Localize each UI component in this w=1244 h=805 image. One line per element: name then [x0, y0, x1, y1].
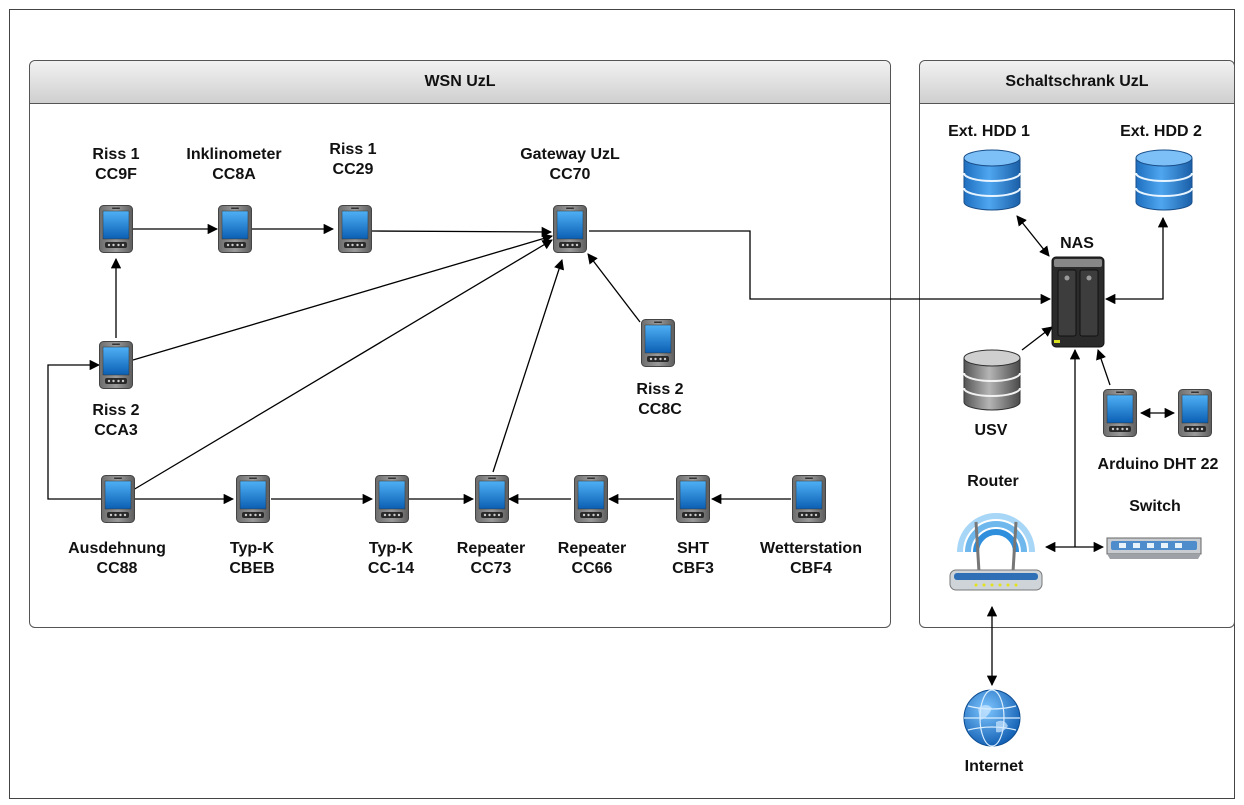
mobile-device-icon: [676, 474, 710, 524]
mobile-device-icon: [1103, 388, 1137, 438]
edge-riss1-cc29-to-gateway: [371, 226, 553, 238]
nas-label: NAS: [1060, 235, 1094, 252]
mobile-device-icon: [99, 340, 133, 390]
group-wsn-title: WSN UzL: [30, 61, 890, 104]
ups-database-icon: [962, 348, 1022, 412]
group-wsn: WSN UzL: [29, 60, 891, 628]
network-switch-icon: [1106, 537, 1202, 559]
wifi-router-icon: [949, 513, 1043, 591]
router-label: Router: [967, 473, 1019, 490]
mobile-device-icon: [236, 474, 270, 524]
mobile-device-icon: [375, 474, 409, 524]
hdd2-label: Ext. HDD 2: [1120, 123, 1202, 140]
edge-riss2-cca3-to-gateway: [132, 233, 553, 361]
edge-usv-to-nas: [1021, 326, 1053, 351]
database-icon: [962, 148, 1022, 212]
edge-hdd1-nas: [1016, 215, 1050, 257]
mobile-device-icon: [99, 204, 133, 254]
arduino-label: Arduino DHT 22: [1097, 456, 1219, 473]
nas-server-icon: [1051, 256, 1105, 348]
mobile-device-icon: [1178, 388, 1212, 438]
edge-gateway-to-nas: [589, 230, 1052, 305]
mobile-device-icon: [792, 474, 826, 524]
usv-label: USV: [974, 422, 1008, 439]
mobile-device-icon: [338, 204, 372, 254]
mobile-device-icon: [218, 204, 252, 254]
mobile-device-icon: [475, 474, 509, 524]
mobile-device-icon: [101, 474, 135, 524]
globe-icon: [963, 689, 1021, 747]
edge-repeater-cc73-to-gateway: [492, 259, 565, 473]
mobile-device-icon: [641, 318, 675, 368]
edge-riss2-cc8c-to-gateway: [587, 253, 641, 323]
edge-ausdehnung-to-riss2-cca3: [47, 359, 101, 500]
edge-nas-hdd2: [1104, 216, 1169, 305]
edge-ausdehnung-to-gateway: [132, 239, 553, 491]
internet-label: Internet: [964, 758, 1024, 775]
database-icon: [1134, 148, 1194, 212]
edge-arduino-to-nas: [1096, 349, 1111, 386]
switch-label: Switch: [1129, 498, 1181, 515]
group-schaltschrank-title: Schaltschrank UzL: [920, 61, 1234, 104]
hdd1-label: Ext. HDD 1: [948, 123, 1030, 140]
mobile-device-icon: [574, 474, 608, 524]
mobile-device-icon: [553, 204, 587, 254]
